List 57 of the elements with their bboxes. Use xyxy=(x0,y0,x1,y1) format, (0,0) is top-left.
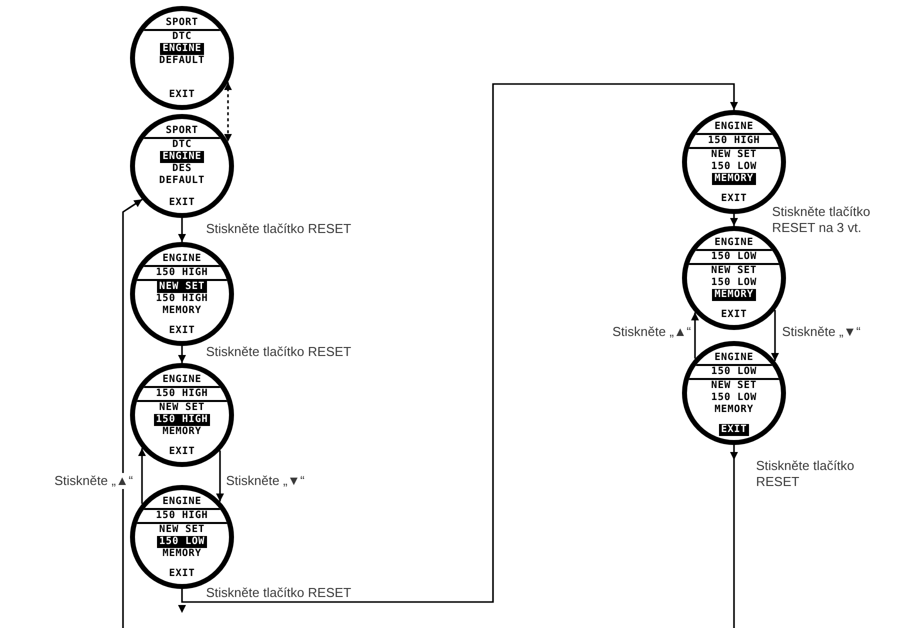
menu-item: MEMORY xyxy=(161,305,203,317)
menu-item: DEFAULT xyxy=(158,175,206,187)
arrow xyxy=(122,198,143,628)
menu-item: DEFAULT xyxy=(158,55,206,67)
menu-item: NEW SET xyxy=(710,149,758,161)
menu-item: 150 LOW xyxy=(687,366,781,380)
arrow xyxy=(178,346,186,363)
menu-item: ENGINE xyxy=(135,374,229,388)
menu-item: ENGINE xyxy=(687,237,781,251)
menu-item: EXIT xyxy=(168,568,196,580)
menu-item: 150 LOW xyxy=(157,536,207,548)
menu-item: 150 LOW xyxy=(710,277,758,289)
arrow xyxy=(691,312,699,359)
arrow xyxy=(730,214,738,226)
menu-item: MEMORY xyxy=(161,426,203,438)
menu-item: ENGINE xyxy=(687,352,781,366)
menu-item: EXIT xyxy=(168,89,196,101)
menu-item: ENGINE xyxy=(687,121,781,135)
menu-item: NEW SET xyxy=(710,265,758,277)
menu-item: 150 HIGH xyxy=(154,414,210,426)
arrow xyxy=(178,218,186,242)
menu-item: 150 LOW xyxy=(710,392,758,404)
arrow xyxy=(178,83,738,613)
arrow xyxy=(138,448,146,504)
menu-item: MEMORY xyxy=(712,173,756,185)
menu-item: EXIT xyxy=(168,325,196,337)
menu-item: MEMORY xyxy=(712,289,756,301)
menu-item: DES xyxy=(171,163,193,175)
menu-item: NEW SET xyxy=(157,281,207,293)
menu-item: ENGINE xyxy=(135,496,229,510)
arrow xyxy=(771,310,779,361)
menu-item: EXIT xyxy=(168,197,196,209)
menu-item: DTC xyxy=(171,31,193,43)
menu-item: 150 LOW xyxy=(710,161,758,173)
menu-item: EXIT xyxy=(168,446,196,458)
menu-item: 150 HIGH xyxy=(154,293,210,305)
menu-item: ENGINE xyxy=(135,253,229,267)
menu-item: NEW SET xyxy=(158,402,206,414)
arrow xyxy=(730,445,738,460)
menu-item: SPORT xyxy=(135,17,229,31)
arrow xyxy=(216,450,224,502)
menu-item: ENGINE xyxy=(160,151,204,163)
menu-item: ENGINE xyxy=(160,43,204,55)
menu-item: DTC xyxy=(171,139,193,151)
menu-item: NEW SET xyxy=(710,380,758,392)
menu-item: EXIT xyxy=(720,309,748,321)
menu-item: 150 HIGH xyxy=(135,510,229,524)
menu-item: NEW SET xyxy=(158,524,206,536)
menu-item: SPORT xyxy=(135,125,229,139)
menu-item: MEMORY xyxy=(161,548,203,560)
menu-item: 150 HIGH xyxy=(687,135,781,149)
menu-item: 150 HIGH xyxy=(135,388,229,402)
menu-item: EXIT xyxy=(718,424,750,436)
menu-item: 150 LOW xyxy=(687,251,781,265)
menu-item: MEMORY xyxy=(713,404,755,416)
menu-item: EXIT xyxy=(720,193,748,205)
arrow xyxy=(224,82,232,142)
